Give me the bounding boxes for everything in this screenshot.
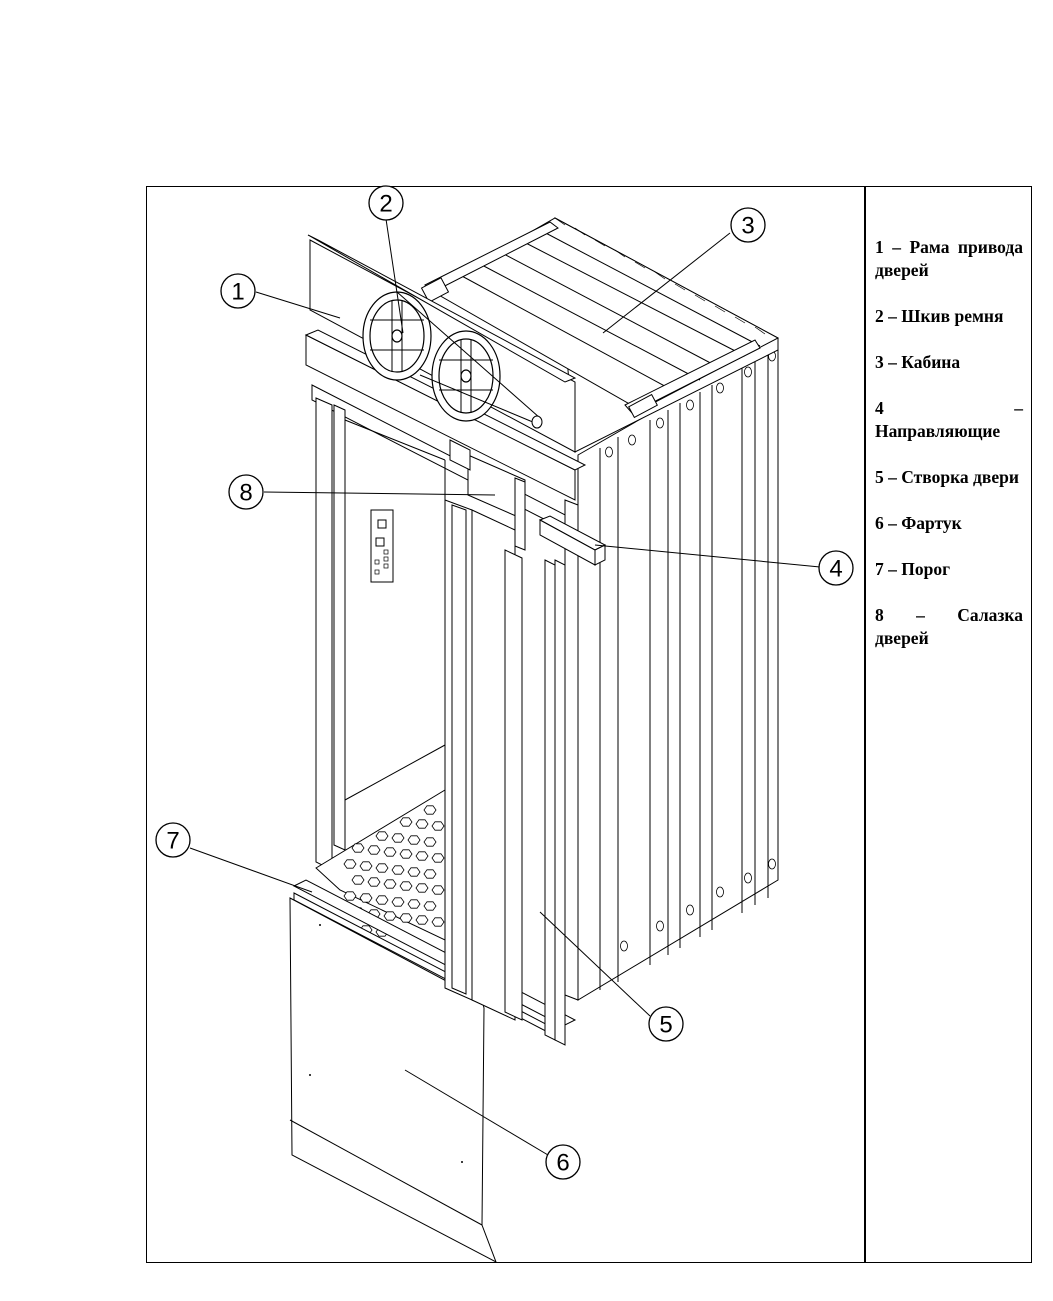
cabin-body: [420, 217, 780, 1001]
floor-hex: [383, 847, 397, 857]
floor-hex: [383, 911, 397, 921]
floor-hex: [391, 833, 405, 843]
floor-hex: [423, 837, 437, 847]
floor-hex: [399, 881, 413, 891]
guide-rail: [538, 515, 607, 566]
floor-hex: [415, 915, 429, 925]
svg-text:3: 3: [741, 213, 754, 240]
floor-hex: [351, 875, 365, 885]
panel-holes: [605, 350, 776, 952]
floor-hex: [407, 867, 421, 877]
callout-8: 8: [228, 474, 264, 510]
floor-hex: [359, 893, 373, 903]
floor-hex: [351, 843, 365, 853]
floor-hex: [407, 835, 421, 845]
floor-hex: [367, 845, 381, 855]
floor-hex: [359, 861, 373, 871]
legend-item-5: 5 – Створка двери: [875, 467, 1019, 487]
svg-text:6: 6: [556, 1150, 569, 1177]
door-slider: [449, 439, 526, 551]
floor-hex: [415, 883, 429, 893]
floor-hex: [399, 817, 413, 827]
legend-item-7: 7 – Порог: [875, 559, 951, 579]
floor-hex: [375, 863, 389, 873]
legend-item-1: 1 – Рама привода дверей: [875, 237, 1024, 280]
svg-text:4: 4: [829, 556, 842, 583]
floor-hex: [415, 819, 429, 829]
leader-lines: [189, 218, 821, 1156]
callout-3: 3: [730, 207, 766, 243]
floor-hex: [415, 851, 429, 861]
floor-hex: [431, 917, 445, 927]
apron: [289, 897, 497, 1264]
callout-5: 5: [648, 1006, 684, 1042]
svg-text:8: 8: [239, 480, 252, 507]
floor-hex: [375, 831, 389, 841]
floor-hex: [383, 879, 397, 889]
floor-hex: [399, 849, 413, 859]
svg-text:2: 2: [379, 191, 392, 218]
svg-text:7: 7: [166, 828, 179, 855]
floor-hex: [391, 897, 405, 907]
svg-text:5: 5: [659, 1012, 672, 1039]
floor-hex: [423, 805, 437, 815]
floor-hex: [343, 859, 357, 869]
floor-hex: [431, 853, 445, 863]
legend-item-2: 2 – Шкив ремня: [875, 306, 1004, 326]
floor-hex: [407, 899, 421, 909]
floor-hex: [399, 913, 413, 923]
legend-item-8: 8 – Салазка дверей: [875, 605, 1023, 648]
callout-2: 2: [368, 185, 404, 221]
floor-hex: [423, 901, 437, 911]
drawing-frame: [146, 186, 1032, 1263]
floor-hex: [343, 891, 357, 901]
floor-hex: [431, 821, 445, 831]
floor-hex: [367, 877, 381, 887]
floor-hex: [423, 869, 437, 879]
door-leaves: [444, 499, 579, 1046]
legend-item-6: 6 – Фартук: [875, 513, 962, 533]
floor-hex: [375, 895, 389, 905]
callout-7: 7: [155, 822, 191, 858]
belt-pulleys: [362, 291, 543, 429]
legend-item-3: 3 – Кабина: [875, 352, 961, 372]
legend-item-4: 4 – Направляющие: [875, 398, 1023, 441]
callout-1: 1: [220, 273, 256, 309]
legend: 1 – Рама привода дверей 2 – Шкив ремня 3…: [875, 236, 1023, 673]
svg-text:1: 1: [231, 279, 244, 306]
cabin-front-frame: [315, 397, 446, 871]
legend-divider: [864, 186, 866, 1263]
floor-hex: [431, 885, 445, 895]
floor-hex: [391, 865, 405, 875]
callout-4: 4: [818, 550, 854, 586]
callout-6: 6: [545, 1144, 581, 1180]
